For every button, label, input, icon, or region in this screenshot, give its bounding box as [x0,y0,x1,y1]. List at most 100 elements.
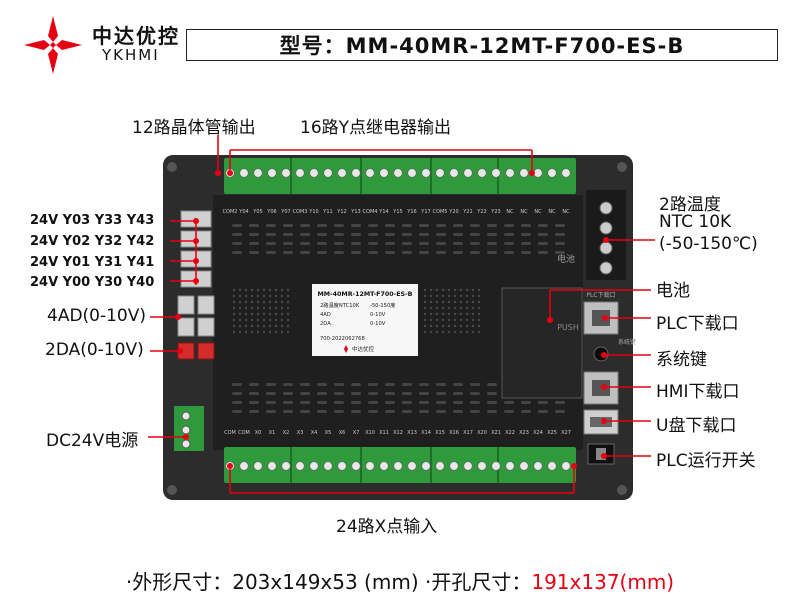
grid-dot [459,324,463,328]
top-terminal-label: Y07 [280,209,290,215]
grid-dot [459,312,463,316]
bottom-terminal-label: X12 [393,430,403,436]
terminal-screw [281,461,291,471]
grid-dot [262,330,266,334]
vent-slot [470,224,480,227]
vent-slot [419,242,429,245]
top-terminal-label: Y12 [336,209,346,215]
temperature-range-label: (-50-150℃) [659,234,758,254]
leader-dot [227,170,233,176]
terminal-screw [477,461,487,471]
bottom-terminal-label: X20 [477,430,487,436]
vent-slot [419,233,429,236]
vent-slot [436,251,446,254]
top-terminal-label: COM4 [363,209,378,215]
vent-slot [402,410,412,413]
vent-slot [317,401,327,404]
vent-slot [453,251,463,254]
ad-connector [197,295,215,315]
vent-slot [266,224,276,227]
grid-dot [471,300,475,304]
grid-dot [465,330,469,334]
terminal-screw [365,168,375,178]
bottom-terminal-label: X15 [435,430,445,436]
leader-dot [571,463,577,469]
usb-port-label: U盘下载口 [656,416,737,436]
ad-connector [177,317,195,337]
grid-dot [280,330,284,334]
leader-dot [601,418,607,424]
terminal-screw [519,461,529,471]
grid-dot [477,294,481,298]
grid-dot [244,324,248,328]
vent-slot [317,251,327,254]
grid-dot [423,312,427,316]
vent-slot [232,242,242,245]
grid-dot [453,306,457,310]
vent-slot [470,242,480,245]
plc-port-label: PLC下载口 [656,314,739,334]
vent-slot [385,383,395,386]
grid-dot [280,288,284,292]
vent-slot [266,251,276,254]
vent-slot [555,224,565,227]
vent-slot [453,233,463,236]
bottom-terminal-label: X7 [353,430,360,436]
grid-dot [244,330,248,334]
grid-dot [477,324,481,328]
vent-slot [300,251,310,254]
mounting-hole [167,162,177,172]
relay-output-label: 16路Y点继电器输出 [300,118,452,138]
vent-slot [317,410,327,413]
grid-dot [274,312,278,316]
grid-dot [447,324,451,328]
vent-slot [334,401,344,404]
vent-slot [334,251,344,254]
grid-dot [441,330,445,334]
grid-dot [232,294,236,298]
grid-dot [286,306,290,310]
grid-dot [286,330,290,334]
vent-slot [351,242,361,245]
vent-slot [385,401,395,404]
terminal-screw [505,168,515,178]
bottom-terminal-label: X5 [325,430,332,436]
vent-slot [266,383,276,386]
vent-slot [419,401,429,404]
terminal-screw [393,461,403,471]
grid-dot [447,300,451,304]
terminal-screw [295,168,305,178]
vent-slot [232,224,242,227]
grid-dot [280,312,284,316]
vent-slot [283,251,293,254]
terminal-screw [561,168,571,178]
terminal-screw [435,461,445,471]
vent-slot [419,392,429,395]
grid-dot [423,294,427,298]
vent-slot [385,392,395,395]
vent-slot [402,392,412,395]
grid-dot [453,318,457,322]
grid-dot [274,318,278,322]
grid-dot [447,306,451,310]
grid-dot [429,306,433,310]
terminal-screw [253,168,263,178]
grid-dot [423,318,427,322]
grid-dot [238,288,242,292]
leader-dot [529,170,535,176]
grid-dot [435,330,439,334]
vent-slot [249,251,259,254]
vent-slot [538,224,548,227]
brand-logo-icon [24,16,82,74]
terminal-screw [599,221,613,235]
vent-slot [402,251,412,254]
vent-slot [538,242,548,245]
terminal-screw [379,168,389,178]
x-input-label: 24路X点输入 [336,517,438,537]
top-terminal-label: Y16 [406,209,416,215]
analog-output-label: 2DA(0-10V) [45,340,144,360]
grid-dot [286,300,290,304]
vent-slot [283,224,293,227]
grid-dot [459,294,463,298]
bottom-terminal-label: X0 [255,430,262,436]
